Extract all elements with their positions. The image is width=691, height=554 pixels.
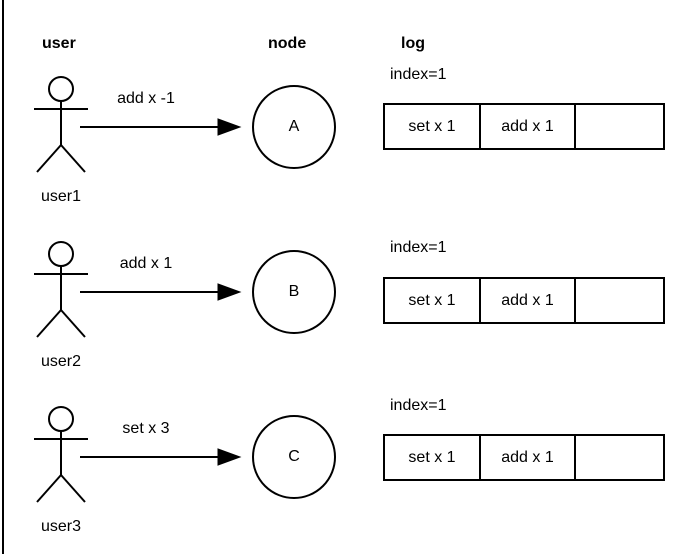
message-arrow-icon	[80, 283, 242, 301]
log-cell: set x 1	[408, 291, 456, 309]
node-letter: B	[288, 283, 300, 300]
log-table: set x 1 add x 1	[383, 434, 665, 481]
user-actor-icon	[34, 241, 88, 338]
diagram-row-3: user3 set x 3 C index=1 set x 1 add x 1	[0, 390, 691, 554]
log-cell: add x 1	[479, 105, 574, 148]
log-table: set x 1 add x 1	[383, 277, 665, 324]
column-header-node: node	[268, 35, 307, 52]
actor-label: user3	[40, 518, 82, 535]
node-circle: C	[252, 415, 336, 499]
diagram-row-1: user1 add x -1 A index=1 set x 1 add x 1	[0, 60, 691, 225]
message-label: add x -1	[117, 90, 175, 107]
log-index-label: index=1	[390, 397, 447, 414]
message-label: add x 1	[119, 255, 173, 272]
log-cell: add x 1	[479, 279, 574, 322]
log-cell-empty	[574, 436, 663, 479]
diagram-row-2: user2 add x 1 B index=1 set x 1 add x 1	[0, 225, 691, 390]
log-cell: add x 1	[479, 436, 574, 479]
log-table: set x 1 add x 1	[383, 103, 665, 150]
log-index-label: index=1	[390, 66, 447, 83]
actor-label: user1	[40, 188, 82, 205]
log-cell-empty	[574, 105, 663, 148]
user-actor-icon	[34, 76, 88, 173]
node-circle: A	[252, 85, 336, 169]
log-cell: set x 1	[408, 448, 456, 466]
message-arrow-icon	[80, 118, 242, 136]
log-index-label: index=1	[390, 239, 447, 256]
node-letter: A	[288, 118, 300, 135]
node-circle: B	[252, 250, 336, 334]
log-cell-empty	[574, 279, 663, 322]
message-arrow-icon	[80, 448, 242, 466]
user-actor-icon	[34, 406, 88, 503]
column-header-log: log	[401, 35, 425, 52]
canvas-left-border	[2, 0, 4, 554]
log-cell: set x 1	[408, 117, 456, 135]
actor-label: user2	[40, 353, 82, 370]
node-letter: C	[288, 448, 300, 465]
message-label: set x 3	[122, 420, 170, 437]
column-header-user: user	[42, 35, 76, 52]
